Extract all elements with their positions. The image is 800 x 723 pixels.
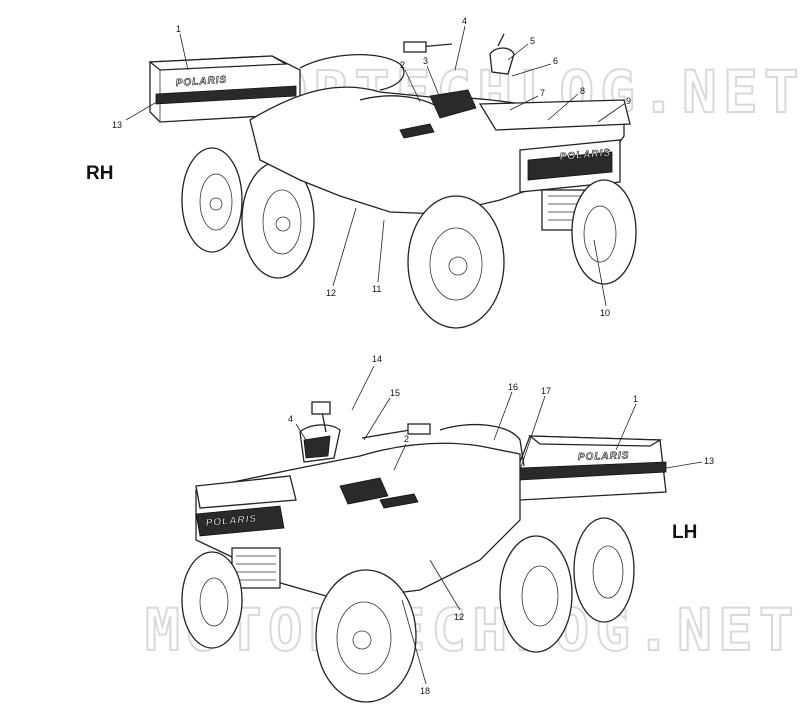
callout-lh-1: 1 (633, 394, 638, 404)
callout-lh-17: 17 (541, 386, 551, 396)
leaders-rh (125, 25, 625, 307)
callout-rh-6: 6 (553, 56, 558, 66)
callout-rh-2: 2 (400, 60, 405, 70)
callout-lh-13: 13 (704, 456, 714, 466)
cargo-box-rh: POLARIS (148, 55, 301, 123)
body-lh: POLARIS (195, 401, 525, 601)
callout-rh-10: 10 (600, 308, 610, 318)
callout-rh-7: 7 (540, 88, 545, 98)
callout-rh-4: 4 (462, 16, 467, 26)
callout-lh-2: 2 (404, 434, 409, 444)
watermark-bottom: MOTORTECHLOG.NET (145, 596, 800, 664)
callout-rh-1: 1 (176, 24, 181, 34)
callout-rh-11: 11 (372, 284, 381, 294)
callout-lh-16: 16 (508, 382, 518, 392)
atv-rh-view: POLARIS POLARIS (112, 16, 637, 329)
front-wheels-rh (407, 179, 637, 329)
rear-wheels-rh (181, 147, 315, 279)
front-wheels-lh (181, 551, 417, 703)
rear-wheels-lh (499, 517, 635, 653)
callout-lh-14: 14 (372, 354, 382, 364)
body-rh: POLARIS (249, 33, 631, 231)
callout-lh-4: 4 (288, 414, 293, 424)
atv-lh-view: POLARIS POLARIS (181, 354, 714, 703)
brand-decal-front-lh: POLARIS (205, 514, 257, 529)
callout-rh-12: 12 (326, 288, 336, 298)
callout-rh-5: 5 (530, 36, 535, 46)
callout-rh-8: 8 (580, 86, 585, 96)
cargo-box-lh: POLARIS (509, 435, 667, 501)
brand-decal-box-rh: POLARIS (175, 74, 227, 89)
leaders-lh (295, 365, 703, 685)
view-label-rh: RH (86, 163, 114, 184)
brand-decal-front-rh: POLARIS (559, 148, 611, 163)
callout-lh-18: 18 (420, 686, 430, 696)
callout-rh-13: 13 (112, 120, 122, 130)
brand-decal-box-lh: POLARIS (578, 450, 630, 463)
callout-rh-9: 9 (626, 96, 631, 106)
callout-rh-3: 3 (423, 56, 428, 66)
view-label-lh: LH (672, 522, 698, 543)
callout-lh-15: 15 (390, 388, 400, 398)
callout-lh-12: 12 (454, 612, 464, 622)
